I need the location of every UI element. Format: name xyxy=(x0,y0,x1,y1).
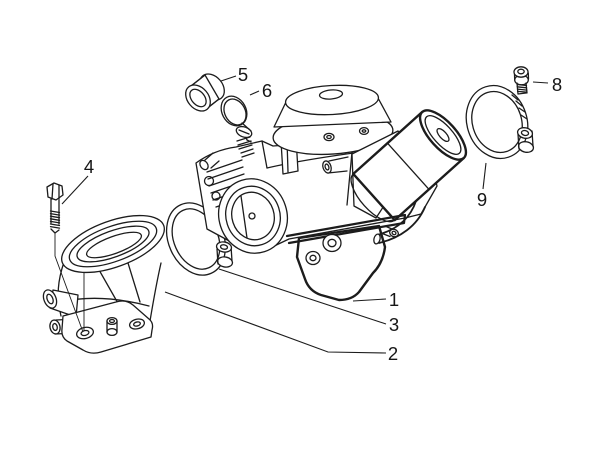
dome-screw xyxy=(323,132,335,142)
bolt-axis-line xyxy=(54,233,84,333)
flange-bolt xyxy=(46,182,85,333)
leader-line-1 xyxy=(352,298,387,302)
leader-line-6 xyxy=(249,90,260,96)
leader-line-4 xyxy=(61,175,89,205)
callout-label-9: 9 xyxy=(477,189,487,210)
dome-vent-slot xyxy=(318,89,344,100)
auto-choke-unit xyxy=(350,109,468,223)
screw-threads xyxy=(516,83,528,93)
spacer-bushing xyxy=(185,73,225,112)
clamp-screw xyxy=(513,66,530,95)
intake-bore xyxy=(218,178,288,254)
air-duct-clamp xyxy=(465,84,535,160)
bolt-head xyxy=(46,182,64,201)
fuel-inlet-nozzle xyxy=(322,156,349,174)
callout-label-5: 5 xyxy=(238,64,248,85)
leader-line-9 xyxy=(482,162,487,190)
callout-label-1: 1 xyxy=(389,289,399,310)
vacuum-chamber-cover xyxy=(272,84,394,156)
manifold-flange xyxy=(61,300,154,354)
callout-label-6: 6 xyxy=(262,80,272,101)
bowl-outline xyxy=(295,224,387,302)
callout-label-8: 8 xyxy=(552,74,562,95)
breather-hose xyxy=(373,200,426,245)
leader-line-5 xyxy=(220,75,237,82)
clamp-screw-barrel xyxy=(215,241,234,268)
clamp-band-slots xyxy=(511,94,528,120)
body-ribs xyxy=(206,159,252,208)
callout-label-3: 3 xyxy=(389,314,399,335)
leader-line-3 xyxy=(218,268,387,325)
callout-label-2: 2 xyxy=(388,343,398,364)
bolt-threads xyxy=(49,210,61,229)
idle-adjust-screw xyxy=(235,125,255,158)
leader-line-2 xyxy=(164,291,387,354)
callouts: 1 2 3 4 5 6 8 9 xyxy=(61,64,562,364)
clamp-screw-barrel xyxy=(516,127,535,153)
intake-manifold xyxy=(42,214,165,354)
vacuum-port xyxy=(42,289,79,318)
leader-line-8 xyxy=(532,81,549,84)
screw-spring xyxy=(236,136,255,158)
callout-label-4: 4 xyxy=(84,156,94,177)
float-bowl xyxy=(285,200,426,302)
